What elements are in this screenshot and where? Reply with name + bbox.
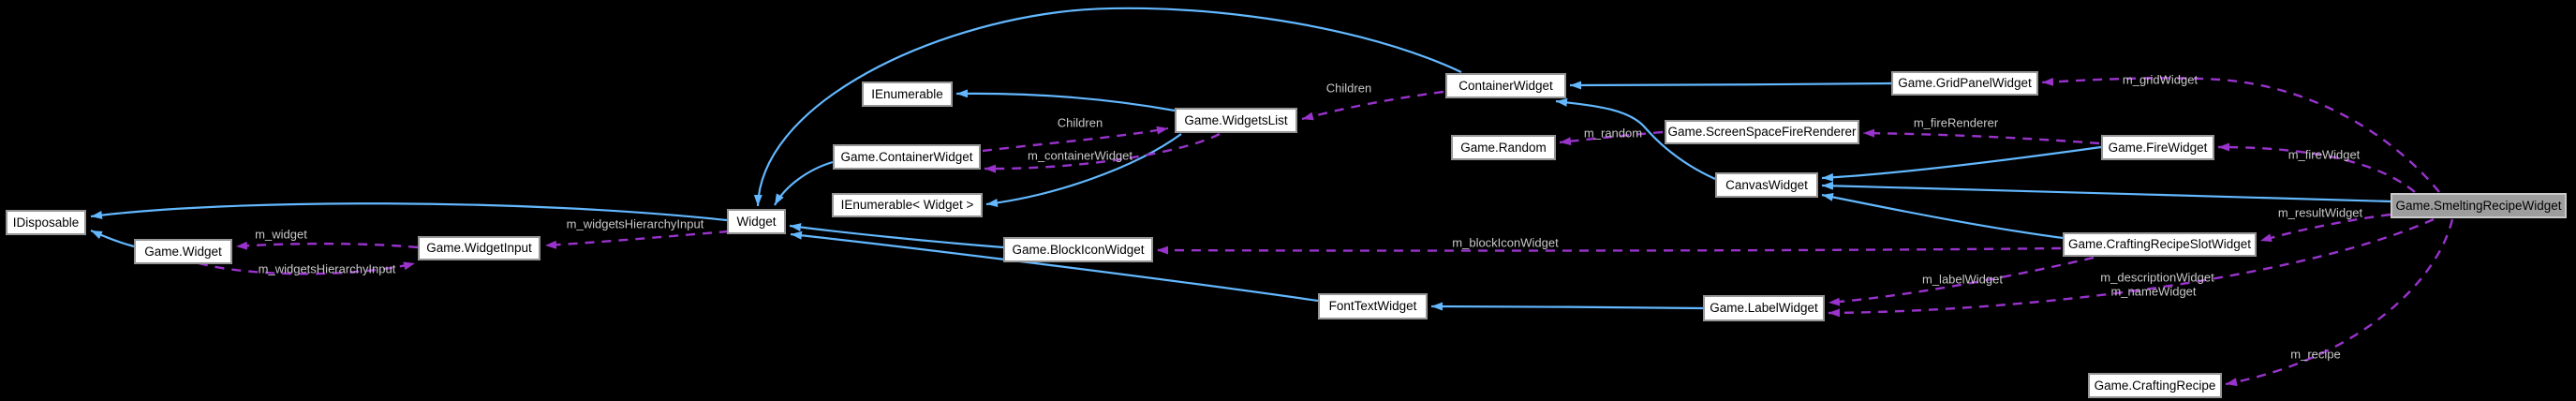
edge-label-m-resultwidget: m_resultWidget xyxy=(2277,205,2363,220)
edge-labelwidget-fonttextwidget xyxy=(1430,302,1704,311)
edge-smeltingrecipewidget-craftingrecipe xyxy=(2225,218,2454,387)
node-game-widget[interactable]: Game.Widget xyxy=(134,239,232,264)
edge-widget-idisposable xyxy=(90,202,728,222)
node-widget[interactable]: Widget xyxy=(727,209,786,234)
edge-label-m-widgetshierarchyinput-upper: m_widgetsHierarchyInput xyxy=(566,216,704,231)
edge-label-m-gridwidget: m_gridWidget xyxy=(2122,72,2198,87)
edge-smeltingrecipewidget-labelwidget xyxy=(1828,217,2435,318)
edge-label-m-widgetshierarchyinput-lower: m_widgetsHierarchyInput xyxy=(258,261,396,276)
node-idisposable[interactable]: IDisposable xyxy=(6,210,86,235)
edge-gamewidget-widgetinput-hierarchyinput xyxy=(198,261,416,275)
edge-smeltingrecipewidget-gridpanelwidget xyxy=(2041,77,2440,193)
edge-gamewidget-idisposable xyxy=(90,230,135,248)
node-game-gridpanelwidget[interactable]: Game.GridPanelWidget xyxy=(1891,71,2038,96)
edge-gridpanelwidget-containerwidget xyxy=(1569,81,1892,90)
edge-label-m-blockiconwidget: m_blockIconWidget xyxy=(1452,235,1559,250)
edge-label-m-firerenderer: m_fireRenderer xyxy=(1913,115,1999,130)
edge-label-m-widget: m_widget xyxy=(255,227,307,242)
node-game-craftingrecipe[interactable]: Game.CraftingRecipe xyxy=(2088,373,2222,398)
node-game-random[interactable]: Game.Random xyxy=(1451,135,1556,160)
edge-widgetslist-gamecontainerwidget-mcontainerwidget xyxy=(984,132,1221,173)
node-ienumerable-widget[interactable]: IEnumerable< Widget > xyxy=(832,193,983,217)
node-game-blockiconwidget[interactable]: Game.BlockIconWidget xyxy=(1003,237,1153,262)
edge-smeltingrecipewidget-firewidget xyxy=(2217,142,2416,193)
edge-widgetslist-ienumerablewidget xyxy=(985,133,1182,207)
edge-widgetinput-gamewidget-mwidget xyxy=(235,241,419,250)
edge-blockiconwidget-widget xyxy=(789,223,1004,249)
node-game-screenspacefirerenderer[interactable]: Game.ScreenSpaceFireRenderer xyxy=(1665,120,1859,144)
node-canvaswidget[interactable]: CanvasWidget xyxy=(1715,172,1818,198)
edge-label-m-descriptionwidget: m_descriptionWidget xyxy=(2100,270,2214,285)
edge-firewidget-canvaswidget xyxy=(1821,145,2102,182)
node-game-firewidget[interactable]: Game.FireWidget xyxy=(2101,135,2214,160)
edge-widgetslist-ienumerable xyxy=(955,89,1176,112)
edge-label-children-right: Children xyxy=(1325,81,1372,96)
edge-firewidget-firerenderer xyxy=(1862,128,2100,145)
edge-containerwidget-widget xyxy=(753,7,1462,207)
node-game-widgetinput[interactable]: Game.WidgetInput xyxy=(418,236,540,260)
node-game-smeltingrecipewidget[interactable]: Game.SmeltingRecipeWidget xyxy=(2391,193,2567,218)
edge-firerenderer-random xyxy=(1559,130,1664,146)
edge-canvaswidget-containerwidget xyxy=(1555,97,1716,181)
node-game-containerwidget[interactable]: Game.ContainerWidget xyxy=(833,144,981,170)
edge-smeltingrecipewidget-resultwidget xyxy=(2259,213,2391,243)
node-game-widgetslist[interactable]: Game.WidgetsList xyxy=(1175,108,1297,133)
edge-containerwidget-widgetslist-children xyxy=(1301,90,1444,121)
node-ienumerable[interactable]: IEnumerable xyxy=(862,82,953,107)
node-game-craftingrecipeslotwidget[interactable]: Game.CraftingRecipeSlotWidget xyxy=(2063,232,2257,257)
node-containerwidget[interactable]: ContainerWidget xyxy=(1445,73,1566,98)
edge-gamecontainerwidget-widgetslist-children xyxy=(982,126,1169,153)
edge-craftingrecipeslotwidget-labelwidget xyxy=(1828,256,2095,306)
edge-label-m-recipe: m_recipe xyxy=(2290,347,2341,362)
edge-gamecontainerwidget-widget xyxy=(774,160,834,206)
edge-fonttextwidget-widget xyxy=(790,230,1319,303)
node-game-labelwidget[interactable]: Game.LabelWidget xyxy=(1703,295,1825,321)
edge-widget-widgetinput-hierarchyinput xyxy=(544,230,730,249)
node-fonttextwidget[interactable]: FontTextWidget xyxy=(1318,293,1428,319)
edge-label-m-labelwidget: m_labelWidget xyxy=(1922,272,2003,287)
edge-smeltingrecipewidget-canvaswidget xyxy=(1821,181,2391,203)
edge-craftingrecipeslotwidget-canvaswidget xyxy=(1821,192,2064,240)
edge-label-m-containerwidget: m_containerWidget xyxy=(1028,148,1133,163)
edge-label-m-firewidget: m_fireWidget xyxy=(2287,147,2361,162)
edge-label-m-namewidget: m_nameWidget xyxy=(2110,284,2197,299)
edge-label-children-left: Children xyxy=(1057,115,1103,130)
edge-label-m-random: m_random xyxy=(1583,126,1643,141)
edge-craftingrecipeslotwidget-blockiconwidget xyxy=(1156,245,2062,255)
